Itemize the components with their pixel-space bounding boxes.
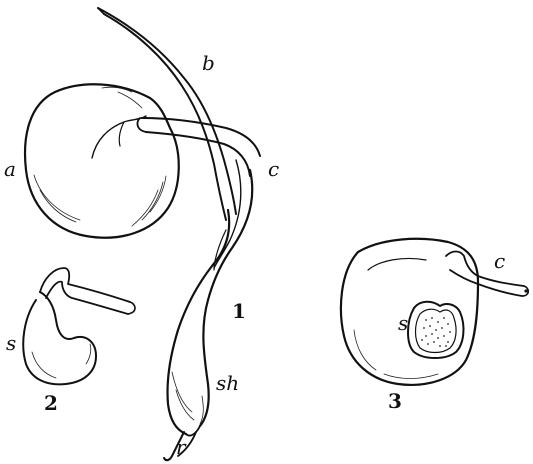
figure-number-1: 1 <box>232 299 246 323</box>
label-sh: sh <box>216 371 239 395</box>
label-c-fig3: c <box>494 249 505 273</box>
stipple <box>421 317 451 347</box>
label-c: c <box>268 157 279 181</box>
figure-number-3: 3 <box>388 389 402 413</box>
figure-3: c s 3 <box>341 239 528 413</box>
label-s-fig2: s <box>6 331 16 355</box>
plumule-b <box>98 8 236 220</box>
label-s-fig3: s <box>398 311 408 335</box>
figure-number-2: 2 <box>44 391 58 415</box>
seed-section <box>341 239 478 385</box>
label-b: b <box>202 51 215 75</box>
label-a: a <box>4 157 16 181</box>
figure-2: s 2 <box>6 268 135 415</box>
seed-a <box>25 84 179 237</box>
embryo-body <box>23 292 96 384</box>
cotyledon-stalk-c <box>138 118 260 176</box>
label-r: r <box>176 435 187 459</box>
